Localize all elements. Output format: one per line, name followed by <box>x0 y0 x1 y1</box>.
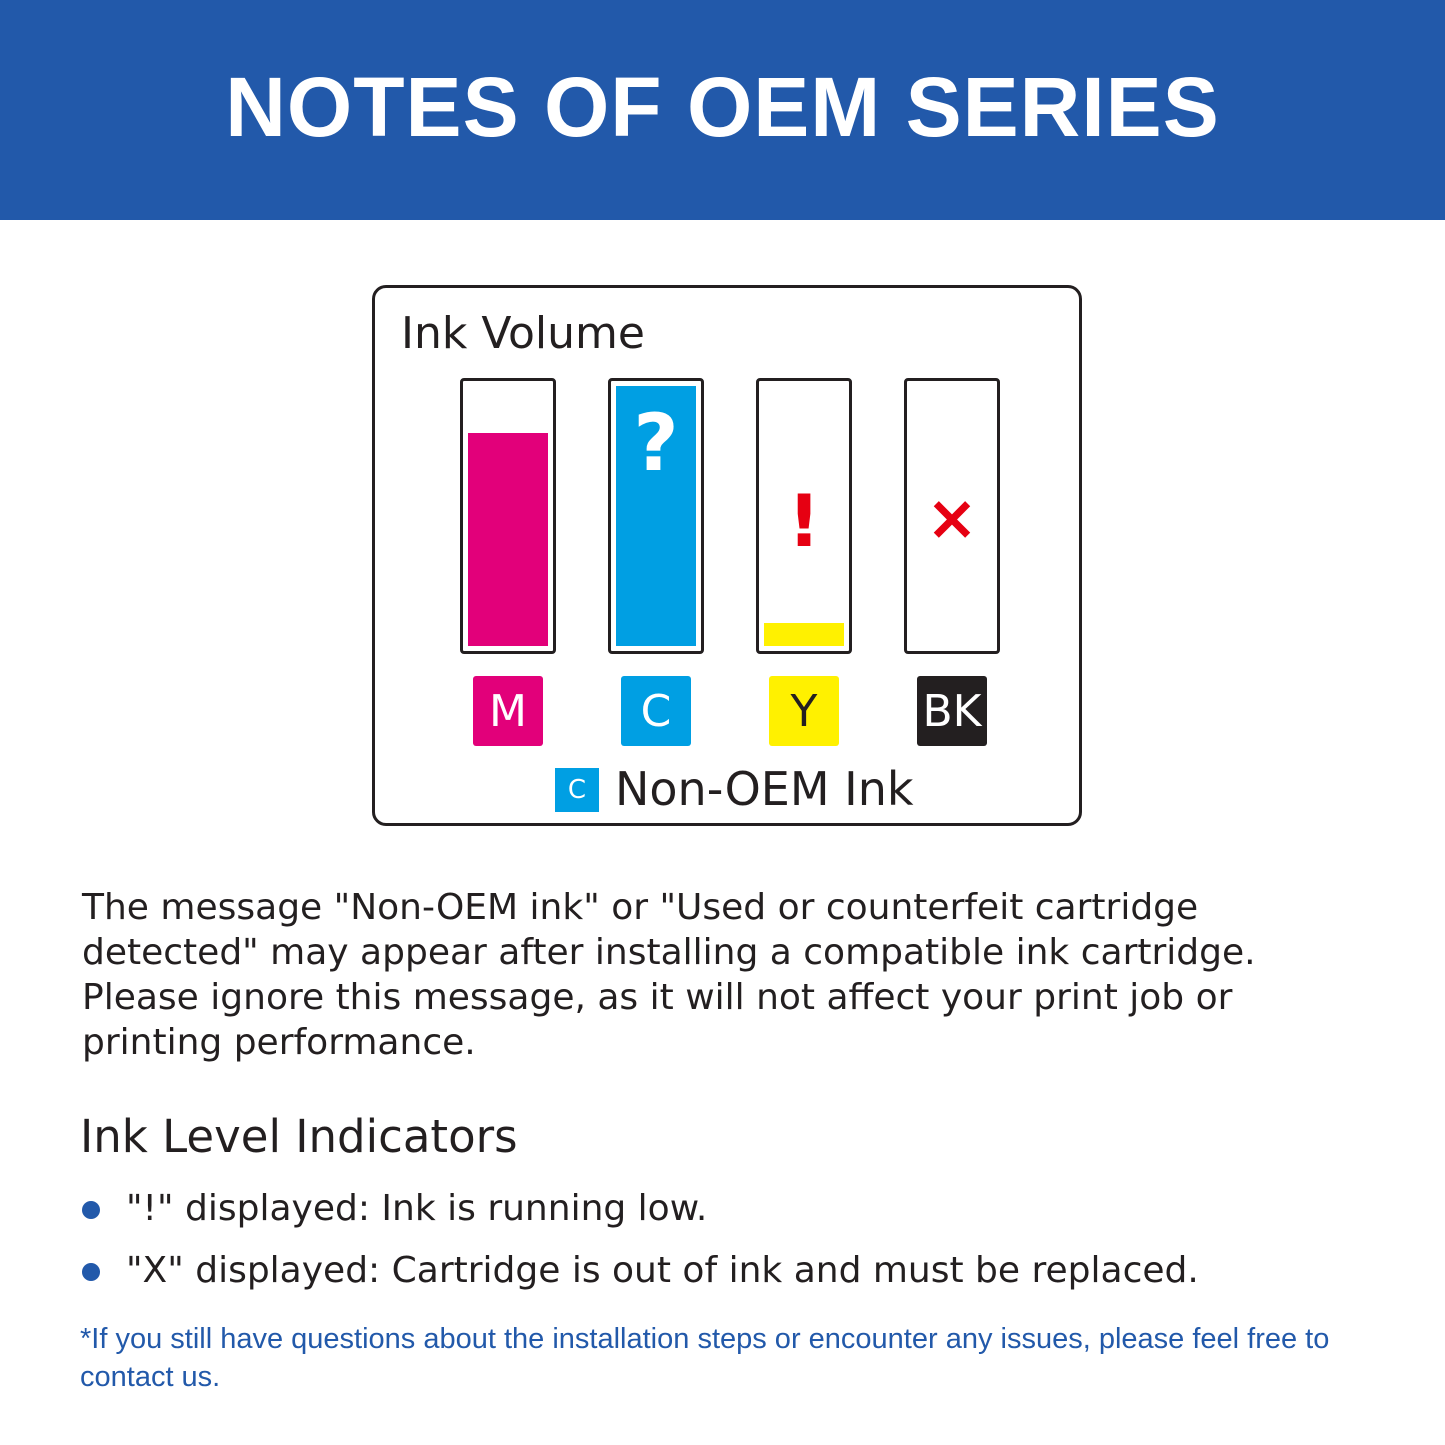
chip-c: C <box>621 676 691 746</box>
tank-black: × <box>904 378 1000 654</box>
indicators-title: Ink Level Indicators <box>80 1110 518 1163</box>
x-cross-icon: × <box>926 481 978 554</box>
chip-m: M <box>473 676 543 746</box>
ink-volume-panel: Ink Volume ? ! × M C Y BK C Non-OEM Ink <box>372 285 1082 826</box>
tank-cyan-fill <box>616 386 696 646</box>
legend-text: Non-OEM Ink <box>615 762 914 816</box>
exclamation-icon: ! <box>787 479 821 563</box>
tank-yellow: ! <box>756 378 852 654</box>
legend-chip: C <box>555 768 599 812</box>
tank-yellow-fill <box>764 623 844 646</box>
indicator-text: "X" displayed: Cartridge is out of ink a… <box>126 1250 1199 1291</box>
list-item: "X" displayed: Cartridge is out of ink a… <box>80 1248 1199 1310</box>
bullet-icon <box>82 1201 100 1219</box>
page-title: NOTES OF OEM SERIES <box>225 59 1220 154</box>
chip-y: Y <box>769 676 839 746</box>
contact-note: *If you still have questions about the i… <box>80 1323 1330 1393</box>
bullet-icon <box>82 1263 100 1281</box>
question-mark-icon: ? <box>633 399 679 489</box>
tank-magenta-fill <box>468 433 548 646</box>
list-item: "!" displayed: Ink is running low. <box>80 1186 1199 1248</box>
panel-title: Ink Volume <box>401 308 645 359</box>
header-banner: NOTES OF OEM SERIES <box>0 0 1445 220</box>
tank-magenta <box>460 378 556 654</box>
indicator-text: "!" displayed: Ink is running low. <box>126 1188 708 1229</box>
indicator-list: "!" displayed: Ink is running low. "X" d… <box>80 1186 1199 1310</box>
tank-cyan: ? <box>608 378 704 654</box>
chip-bk: BK <box>917 676 987 746</box>
info-paragraph: The message "Non-OEM ink" or "Used or co… <box>82 887 1256 1063</box>
